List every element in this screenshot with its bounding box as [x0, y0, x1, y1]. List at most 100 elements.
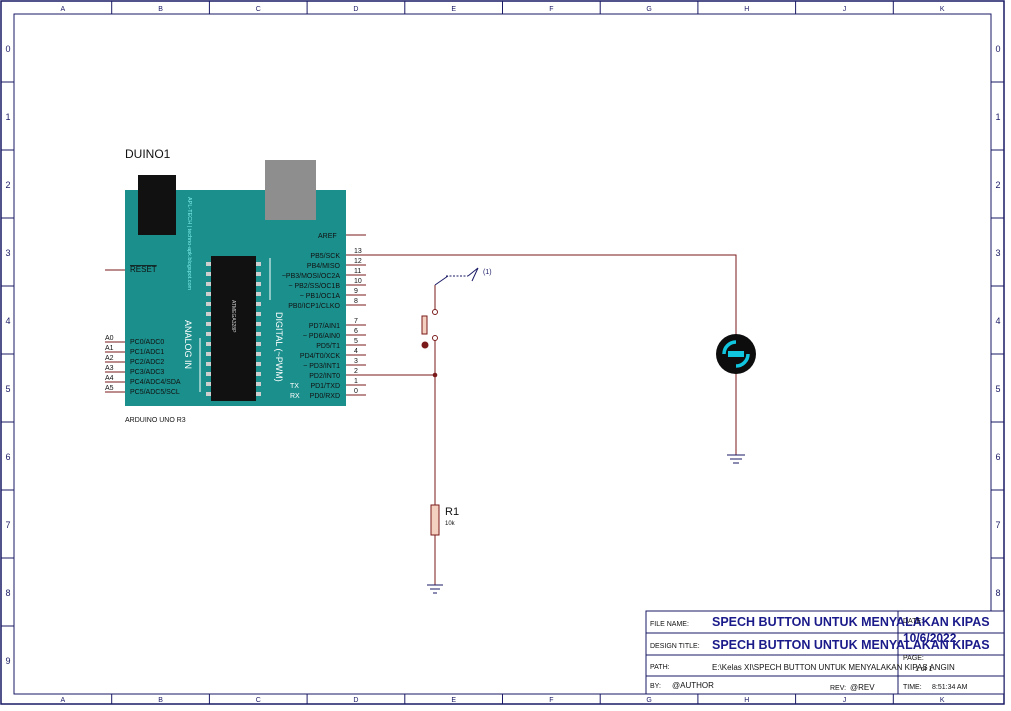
column-label: B: [158, 697, 163, 704]
arduino-uno[interactable]: DUINO1 ATMEGA328P APL-TECH | techno-apk.…: [105, 147, 366, 424]
button-contact-top: [432, 309, 438, 315]
chip-pin: [256, 292, 261, 296]
column-label: F: [549, 6, 553, 13]
row-label: 7: [995, 520, 1000, 530]
column-label: B: [158, 6, 163, 13]
digital-pin-label: PD4/T0/XCK: [300, 353, 340, 360]
chip-pin: [206, 292, 211, 296]
usb-connector: [265, 160, 316, 220]
digital-title: DIGITAL (~PWM): [274, 312, 284, 382]
column-label: D: [353, 697, 358, 704]
date-label: DATE:: [903, 618, 923, 625]
column-label: F: [549, 697, 553, 704]
column-label: H: [744, 6, 749, 13]
motor-ring-b: [735, 353, 750, 368]
digital-pin-number: 7: [354, 318, 358, 325]
button-marker: (1): [483, 269, 492, 276]
rev-label: REV:: [830, 685, 846, 692]
digital-pin-number: 0: [354, 388, 358, 395]
date: 10/6/2022: [903, 631, 957, 645]
resistor-body: [430, 504, 440, 536]
chip-pin: [206, 322, 211, 326]
column-label: K: [940, 6, 945, 13]
digital-pin-number: 2: [354, 368, 358, 375]
chip-pin: [256, 362, 261, 366]
time-label: TIME:: [903, 684, 922, 691]
column-label: A: [61, 697, 66, 704]
chip-pin: [206, 382, 211, 386]
row-label: 4: [995, 316, 1000, 326]
push-button[interactable]: (1): [421, 267, 492, 349]
digital-pin-label: ~ PD3/INT1: [303, 363, 340, 370]
digital-pin-label: PB0/ICP1/CLKO: [288, 303, 340, 310]
digital-pin-number: 9: [354, 288, 358, 295]
chip-pin: [256, 312, 261, 316]
aref-label: AREF: [318, 233, 337, 240]
digital-pin-label: ~ PB1/OC1A: [300, 293, 341, 300]
digital-pin-number: 12: [354, 258, 362, 265]
chip-pin: [206, 312, 211, 316]
column-label: J: [843, 6, 847, 13]
button-contact-bottom: [432, 335, 438, 341]
analog-pins: A0PC0/ADC0A1PC1/ADC1A2PC2/ADC2A3PC3/ADC3…: [105, 335, 181, 396]
chip-pin: [206, 332, 211, 336]
title-block-frame: [645, 610, 1005, 695]
arduino-ref: DUINO1: [125, 147, 171, 161]
tx-label: TX: [290, 383, 299, 390]
power-jack: [138, 175, 176, 235]
button-knob: [421, 341, 429, 349]
chip-label: ATMEGA328P: [230, 300, 236, 333]
column-label: G: [646, 6, 651, 13]
chip-pin: [256, 332, 261, 336]
digital-pin-label: ~ PD6/AIN0: [303, 333, 340, 340]
row-label: 6: [5, 452, 10, 462]
analog-pin-name: A2: [105, 355, 114, 362]
button-probe-line: [434, 275, 449, 286]
digital-pin-label: PD1/TXD: [310, 383, 340, 390]
by-label: BY:: [650, 683, 661, 690]
file-name: SPECH BUTTON UNTUK MENYALAKAN KIPAS: [712, 615, 990, 629]
title-block: FILE NAME: SPECH BUTTON UNTUK MENYALAKAN…: [645, 610, 1005, 695]
dc-motor[interactable]: [716, 334, 756, 374]
column-label: A: [61, 6, 66, 13]
digital-pin-number: 5: [354, 338, 358, 345]
analog-pin-label: PC3/ADC3: [130, 369, 164, 376]
analog-pin-name: A5: [105, 385, 114, 392]
resistor-ref: R1: [445, 506, 459, 518]
chip-pin: [206, 262, 211, 266]
row-label: 8: [5, 588, 10, 598]
digital-pin-number: 1: [354, 378, 358, 385]
resistor-r1[interactable]: R1 10k: [430, 504, 459, 536]
chip-pin: [206, 352, 211, 356]
chip-pin: [256, 392, 261, 396]
wire-pin13-motor: [366, 254, 737, 335]
column-label: D: [353, 6, 358, 13]
motor-shaft: [728, 351, 744, 357]
row-label: 0: [995, 44, 1000, 54]
row-label: 6: [995, 452, 1000, 462]
chip-pin: [206, 362, 211, 366]
analog-title: ANALOG IN: [183, 320, 193, 369]
digital-pin-label: PD5/T1: [316, 343, 340, 350]
row-label: 7: [5, 520, 10, 530]
chip-pin: [256, 262, 261, 266]
digital-pin-number: 6: [354, 328, 358, 335]
ground-symbol-motor: [727, 454, 745, 464]
chip-pin: [256, 382, 261, 386]
analog-pin-name: A3: [105, 365, 114, 372]
resistor-value: 10k: [445, 521, 456, 527]
analog-pin-label: PC2/ADC2: [130, 359, 164, 366]
chip-pin: [256, 272, 261, 276]
motor-ring-a: [722, 340, 737, 355]
chip-pin: [256, 342, 261, 346]
digital-pin-label: PB4/MISO: [307, 263, 341, 270]
column-label: K: [940, 697, 945, 704]
digital-pin-label: ~PB3/MOSI/OC2A: [282, 273, 340, 280]
digital-pin-label: PB5/SCK: [310, 253, 340, 260]
design-title: SPECH BUTTON UNTUK MENYALAKAN KIPAS: [712, 638, 990, 652]
chip-pin: [206, 282, 211, 286]
